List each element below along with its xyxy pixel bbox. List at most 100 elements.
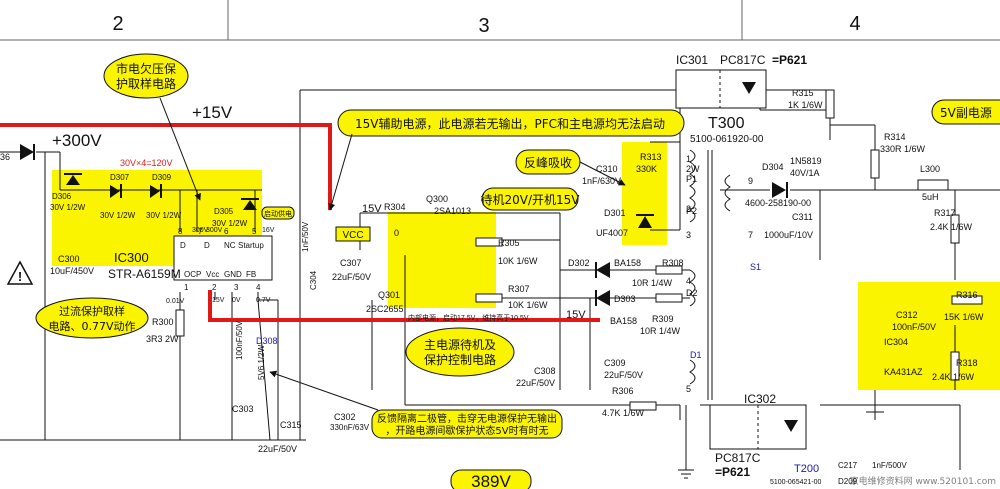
- d309-val: 30V 1/2W: [146, 211, 182, 220]
- rail-389v: 389V: [471, 472, 511, 489]
- r315-val: 1K 1/6W: [788, 100, 823, 110]
- d304-val: 1N5819: [790, 156, 822, 166]
- ic300-v-1: 0.01V: [166, 298, 185, 305]
- ic300-pin-nc: NC: [224, 241, 236, 250]
- c302-val: 330nF/63V: [330, 423, 370, 432]
- highlight-regions: [52, 142, 1000, 390]
- d309-ref: D309: [152, 173, 172, 182]
- ic300-pin-gnd: GND: [224, 270, 242, 279]
- c304-ref: C304: [309, 270, 318, 290]
- note-feedback-1: 反馈隔离二极管，击穿无电源保护无输出: [377, 412, 557, 425]
- zener-string: [64, 173, 259, 210]
- grid-col-4: 4: [849, 13, 860, 35]
- callout-aux15: [337, 109, 685, 137]
- passive-bodies: [175, 89, 983, 411]
- ic300-v-8: 300V: [192, 227, 209, 234]
- note-internal: 内部电源，启动17.5V，维持高于10.5V: [408, 313, 529, 322]
- ic301-part: PC817C: [720, 53, 766, 67]
- r309-val: 10R 1/4W: [640, 326, 681, 336]
- q300-region: [388, 212, 496, 308]
- d305-val: 30V 1/2W: [212, 219, 248, 228]
- ic300-pin-ocp: OCP: [184, 270, 201, 279]
- r316-ref: R316: [956, 290, 978, 300]
- t300-tap-p1: P1: [686, 174, 697, 184]
- note-peak: 反峰吸收: [524, 156, 572, 170]
- r317-ref: R317: [934, 208, 956, 218]
- c302-ref: C302: [334, 412, 356, 422]
- r316-val: 15K 1/6W: [944, 312, 984, 322]
- d304-val2: 40V/1A: [790, 168, 820, 178]
- c217-ref: C217: [838, 461, 858, 470]
- note-startup-supply: 启动供电: [264, 209, 292, 218]
- ic300-num-6: 6: [224, 227, 229, 236]
- r304-ref: R304: [384, 202, 406, 212]
- ic304-name: IC304: [884, 337, 908, 347]
- c217-val: 1nF/500V: [872, 461, 907, 470]
- r306-ref: R306: [612, 386, 634, 396]
- t300-tap-d2: D2: [686, 288, 698, 298]
- c303-ref: C303: [232, 404, 254, 414]
- t200-name: T200: [794, 463, 819, 475]
- t300-pin-7: 7: [748, 230, 753, 240]
- callout-ocp: [35, 297, 149, 339]
- ic300-pin-startup: Startup: [238, 241, 264, 250]
- c309-val: 22uF/50V: [604, 370, 643, 380]
- d303-ref: D303: [614, 294, 636, 304]
- c304-val: 1nF/50V: [301, 221, 310, 252]
- ground-symbols: [678, 411, 884, 479]
- note-feedback-2: ，开路电源间歇保护状态5V时有时无: [385, 424, 548, 437]
- ic300-labels: IC300 STR-A6159M D D NC Startup OCP Vcc …: [108, 227, 275, 305]
- d301-val: UF4007: [596, 228, 628, 238]
- r306-val: 4.7K 1/6W: [602, 408, 645, 418]
- callout-main-ctrl: [405, 327, 515, 377]
- c311-val: 1000uF/10V: [764, 230, 813, 240]
- red-traces: [0, 123, 600, 322]
- callout-standby: [481, 187, 579, 211]
- callout-startup-supply: [261, 206, 295, 220]
- d302-ref: D302: [568, 258, 590, 268]
- d209-ref: D209: [838, 477, 858, 486]
- t300-pin-4: 4: [686, 276, 691, 286]
- r308-val: 10R 1/4W: [632, 278, 673, 288]
- t300-pin-3: 3: [686, 230, 691, 240]
- r309-ref: R309: [652, 314, 674, 324]
- l300-val: 5uH: [922, 192, 939, 202]
- d303-val: BA158: [610, 316, 637, 326]
- callout-feedback: [371, 409, 563, 439]
- c315-val: 22uF/50V: [258, 444, 297, 454]
- input-diode: [20, 144, 35, 160]
- callout-5v-sub: [931, 99, 1000, 125]
- c300-val: 10uF/450V: [50, 266, 94, 276]
- ic300-part: STR-A6159M: [108, 267, 181, 281]
- rectifier-diodes: [595, 182, 788, 306]
- note-standby: 待机20V/开机15V: [480, 193, 580, 207]
- r313-ref: R313: [640, 152, 662, 162]
- t300-part: 5100-061920-00: [690, 134, 764, 145]
- r318-val: 2.4K 1/6W: [932, 372, 975, 382]
- zener-sum: 30V×4=120V: [120, 158, 173, 168]
- ic302-part: PC817C: [715, 451, 761, 465]
- d307-val: 30V 1/2W: [100, 211, 136, 220]
- d304-partno: 4600-258190-00: [745, 198, 811, 208]
- t300-pin-2: 2: [686, 204, 691, 214]
- svg-text:!: !: [18, 269, 22, 284]
- c310-ref: C310: [596, 164, 618, 174]
- note-mains-uv-1: 市电欠压保: [116, 61, 176, 76]
- t300-tap-2w: 2W: [686, 164, 700, 174]
- ic300-pin-fb: FB: [246, 270, 256, 279]
- r314-val: 330R 1/6W: [880, 144, 926, 154]
- t300-name: T300: [708, 115, 745, 132]
- c312-val: 100nF/50V: [892, 322, 936, 332]
- rail-15v-b: 15V: [362, 203, 382, 215]
- q300-val: 2SA1013: [434, 206, 471, 216]
- t300-pin-5: 5: [686, 384, 691, 394]
- ic300-pin-d2: D: [204, 241, 210, 250]
- ic300-name: IC300: [114, 250, 149, 265]
- ic301-name: IC301: [676, 53, 708, 67]
- vcc-label: VCC: [342, 230, 363, 241]
- c308-val: 22uF/50V: [516, 378, 555, 388]
- r313-val: 330K: [636, 164, 657, 174]
- ic301-eq: =P621: [772, 53, 807, 67]
- c300-ref: C300: [58, 254, 80, 264]
- r317-val: 2.4K 1/6W: [930, 222, 973, 232]
